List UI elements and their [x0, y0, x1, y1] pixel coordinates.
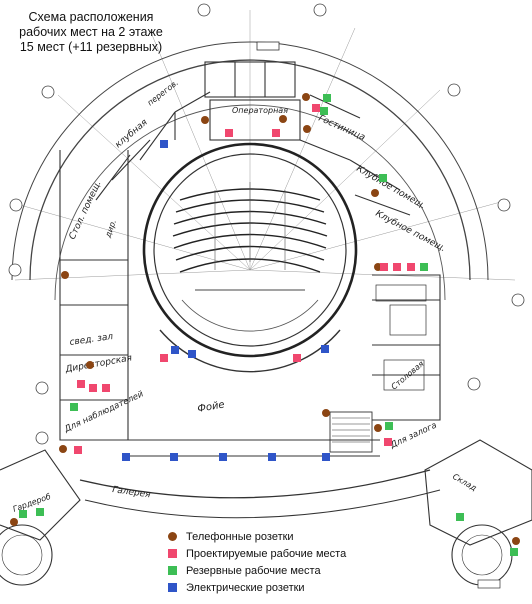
phone-socket-marker [512, 537, 520, 545]
power-socket-marker [219, 453, 227, 461]
legend-item-planned: Проектируемые рабочие места [168, 545, 368, 562]
power-socket-marker [321, 345, 329, 353]
phone-socket-marker [279, 115, 287, 123]
phone-socket-marker [302, 93, 310, 101]
planned-workplace-marker [77, 380, 85, 388]
planned-workplace-marker [380, 263, 388, 271]
legend-label: Телефонные розетки [186, 530, 294, 543]
foyer-walls [79, 411, 441, 519]
phone-socket-marker [322, 409, 330, 417]
left-wing [59, 91, 211, 441]
title-line-3: 15 мест (+11 резервных) [19, 40, 163, 54]
room-label: Склад [451, 472, 478, 493]
left-stair-tower [0, 449, 81, 586]
power-sockets [122, 140, 330, 461]
room-label: Галерея [112, 485, 152, 500]
power-socket-marker [122, 453, 130, 461]
planned-workplace-marker [102, 384, 110, 392]
reserve-workplace-marker [510, 548, 518, 556]
room-label: Фойе [197, 399, 226, 415]
phone-socket-marker [201, 116, 209, 124]
power-socket-marker [170, 453, 178, 461]
room-label: Стол. помещ. [68, 179, 104, 241]
phone-socket-marker [61, 271, 69, 279]
planned-workplace-marker [312, 104, 320, 112]
reserve-workplace-marker [323, 94, 331, 102]
power-socket-marker [322, 453, 330, 461]
room-label: Операторная [232, 106, 288, 115]
legend-item-reserve: Резервные рабочие места [168, 562, 368, 579]
room-label: Клубное помещ. [355, 164, 427, 212]
title-line-2: рабочих мест на 2 этаже [19, 25, 163, 39]
reserve-workplaces [19, 94, 518, 556]
planned-workplace-icon [168, 549, 177, 558]
room-label: Гардероб [12, 492, 53, 514]
phone-socket-marker [374, 424, 382, 432]
room-label: Для залога [388, 421, 438, 452]
phone-socket-marker [303, 125, 311, 133]
phone-socket-marker [86, 361, 94, 369]
reserve-workplace-marker [379, 174, 387, 182]
reserve-workplace-icon [168, 566, 177, 575]
planned-workplace-marker [407, 263, 415, 271]
legend-label: Проектируемые рабочие места [186, 547, 347, 560]
power-socket-marker [268, 453, 276, 461]
phone-socket-marker [10, 518, 18, 526]
legend-label: Резервные рабочие места [186, 564, 321, 577]
planned-workplace-marker [393, 263, 401, 271]
planned-workplace-marker [160, 354, 168, 362]
reserve-workplace-marker [385, 422, 393, 430]
reserve-workplace-marker [456, 513, 464, 521]
planned-workplace-marker [89, 384, 97, 392]
room-label: Клубное помещ. [374, 209, 447, 254]
reserve-workplace-marker [36, 508, 44, 516]
top-block [174, 41, 361, 161]
room-label: свед. зал [69, 332, 114, 348]
power-socket-marker [171, 346, 179, 354]
phone-sockets [10, 93, 520, 545]
power-socket-marker [188, 350, 196, 358]
auditorium [142, 142, 358, 373]
planned-workplace-marker [293, 354, 301, 362]
reserve-workplace-marker [19, 510, 27, 518]
phone-socket-marker [371, 189, 379, 197]
room-label: Для наблюдателей [62, 389, 145, 435]
phone-socket-icon [168, 532, 177, 541]
room-label: перегов. [146, 78, 180, 108]
right-wing [349, 159, 441, 421]
room-label: дир. [103, 218, 118, 239]
room-label: Директорская [64, 353, 134, 375]
legend-item-power: Электрические розетки [168, 579, 368, 596]
diagram-title: Схема расположения рабочих мест на 2 эта… [6, 10, 176, 55]
planned-workplace-marker [384, 438, 392, 446]
right-stair-tower [424, 439, 532, 589]
outer-arcs [11, 41, 489, 301]
legend-label: Электрические розетки [186, 581, 305, 594]
planned-workplaces [74, 104, 415, 454]
planned-workplace-marker [225, 129, 233, 137]
reserve-workplace-marker [320, 107, 328, 115]
reserve-workplace-marker [70, 403, 78, 411]
legend: Телефонные розетки Проектируемые рабочие… [168, 528, 368, 596]
power-socket-icon [168, 583, 177, 592]
title-line-1: Схема расположения [28, 10, 154, 24]
planned-workplace-marker [272, 129, 280, 137]
planned-workplace-marker [74, 446, 82, 454]
reserve-workplace-marker [420, 263, 428, 271]
axis-bubbles [8, 3, 525, 445]
legend-item-phone: Телефонные розетки [168, 528, 368, 545]
phone-socket-marker [59, 445, 67, 453]
power-socket-marker [160, 140, 168, 148]
